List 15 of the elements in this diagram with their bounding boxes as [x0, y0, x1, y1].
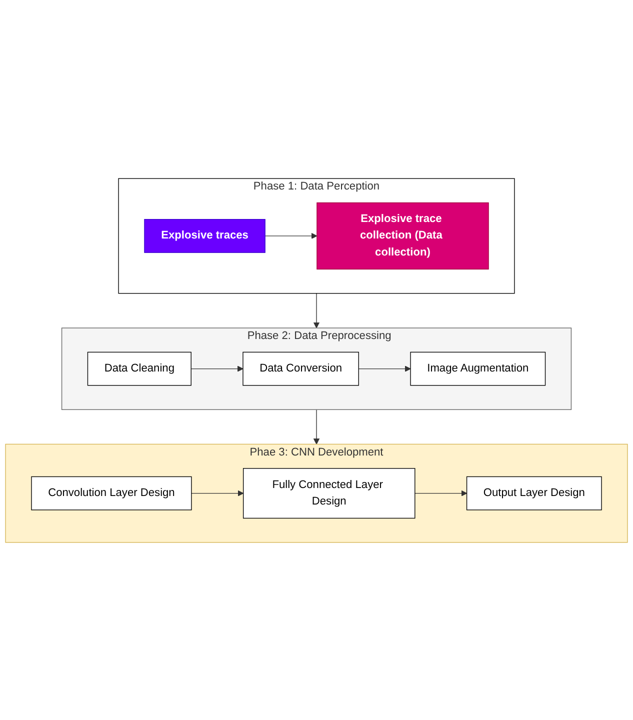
node-box: Data Cleaning: [87, 351, 192, 386]
arrow: [191, 490, 244, 496]
arrow: [190, 365, 244, 372]
arrow: [313, 292, 320, 328]
node-box: Explosive traces: [144, 218, 266, 252]
arrow: [414, 490, 468, 496]
node-box: Image Augmentation: [410, 351, 546, 386]
node-box: Output Layer Design: [466, 476, 602, 510]
node-box: Data Conversion: [242, 351, 359, 386]
node-box: Fully Connected Layer Design: [242, 468, 416, 518]
arrow: [358, 365, 411, 372]
arrow: [313, 408, 320, 444]
node-box: Convolution Layer Design: [31, 476, 192, 510]
node-box: Explosive trace collection (Data collection): [316, 202, 489, 270]
arrow: [264, 232, 318, 239]
